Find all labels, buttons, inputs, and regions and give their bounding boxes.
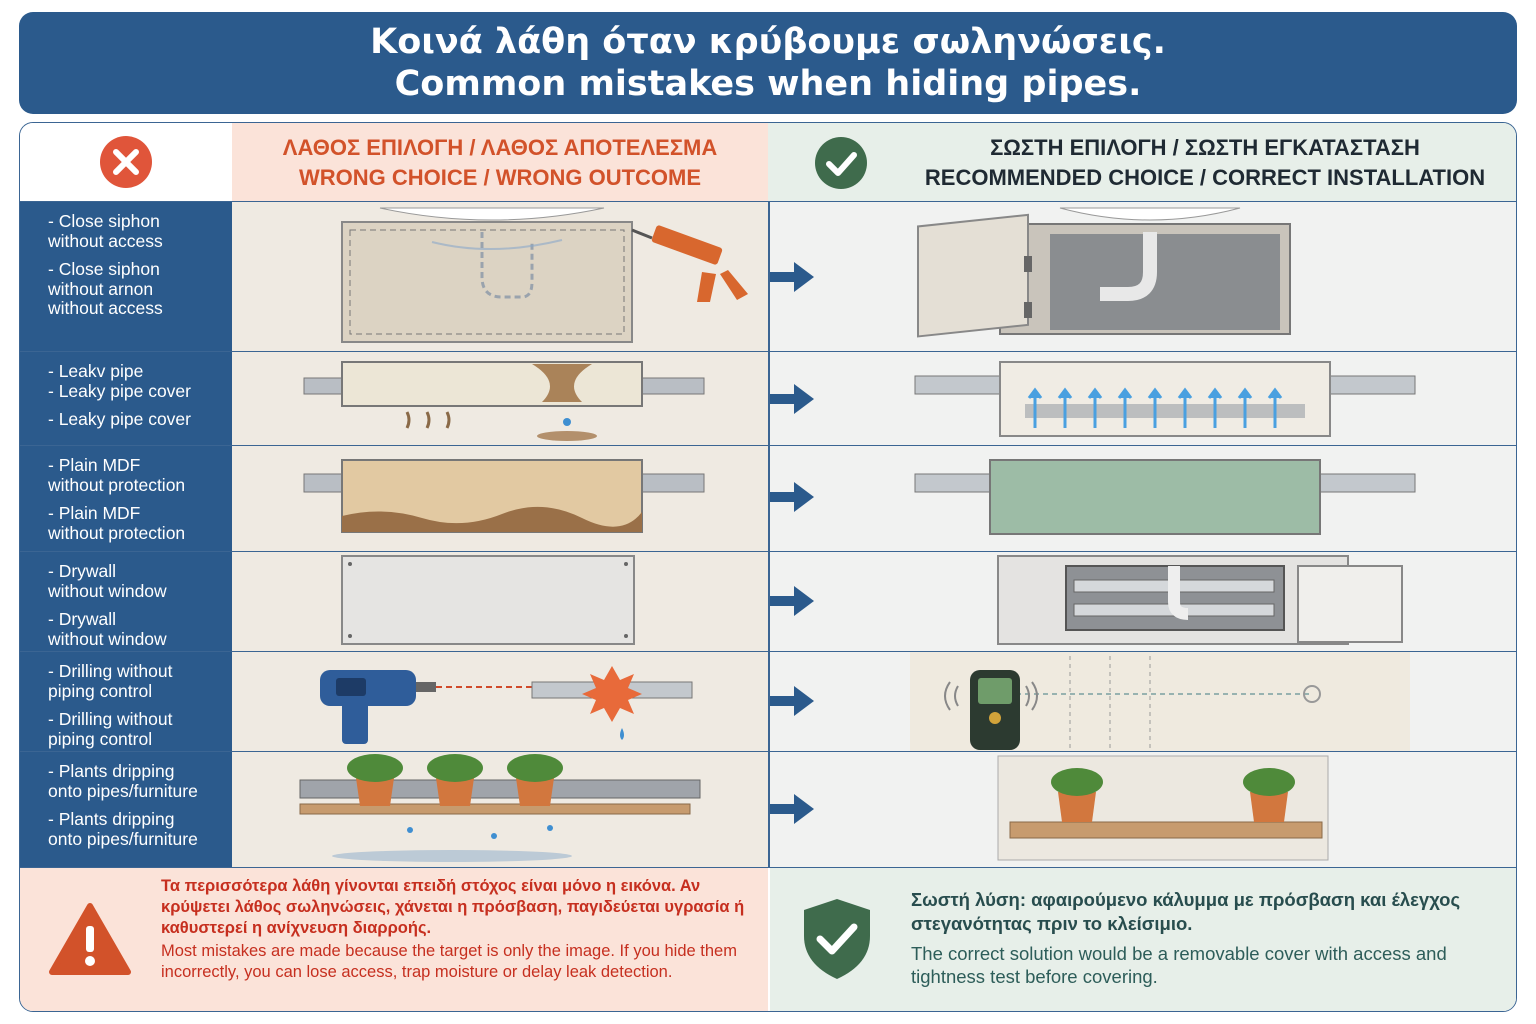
table-row-drywall: - Drywall without window - Drywall witho…: [20, 551, 1516, 651]
footer-warning-greek: Τα περισσότερα λάθη γίνονται επειδή στόχ…: [161, 877, 745, 937]
wrong-header-greek: ΛΑΘΟΣ ΕΠΙΛΟΓΗ / ΛΑΘΟΣ ΑΠΟΤΕΛΕΣΜΑ: [282, 135, 718, 160]
row-label-line: - Drywall without window: [48, 609, 167, 649]
row-label: - Plants dripping onto pipes/furniture -…: [20, 752, 232, 867]
warning-icon: [49, 903, 131, 975]
row-label-line: - Drilling without piping control: [48, 661, 173, 701]
page-header: Κοινά λάθη όταν κρύβουμε σωληνώσεις. Com…: [19, 12, 1517, 114]
right-illustration-vented-cover: [770, 352, 1516, 445]
row-label: - Close siphon without access - Close si…: [20, 202, 232, 351]
pipe-detector-icon: [944, 670, 1038, 750]
footer-solution: Σωστή λύση: αφαιρούμενο κάλυμμα με πρόσβ…: [770, 868, 1516, 1011]
wrong-column-header: ΛΑΘΟΣ ΕΠΙΛΟΓΗ / ΛΑΘΟΣ ΑΠΟΤΕΛΕΣΜΑ WRONG C…: [232, 123, 768, 201]
right-header-english: RECOMMENDED CHOICE / CORRECT INSTALLATIO…: [924, 165, 1486, 190]
row-label-line: - Close siphon without access: [48, 211, 163, 251]
right-illustration-siphon: [770, 202, 1516, 351]
right-illustration-access-window: [770, 552, 1516, 651]
right-header-greek: ΣΩΣΤΗ ΕΠΙΛΟΓΗ / ΣΩΣΤΗ ΕΓΚΑΤΑΣΤΑΣΗ: [990, 135, 1420, 160]
wrong-illustration-drilling: [232, 652, 768, 751]
table-row-drilling: - Drilling without piping control - Dril…: [20, 651, 1516, 751]
comparison-table: ΛΑΘΟΣ ΕΠΙΛΟΓΗ / ΛΑΘΟΣ ΑΠΟΤΕΛΕΣΜΑ WRONG C…: [19, 122, 1517, 1012]
footer: Τα περισσότερα λάθη γίνονται επειδή στόχ…: [20, 867, 1516, 1011]
wrong-illustration-leaky-pipe: [232, 352, 768, 445]
shield-check-icon: [804, 899, 870, 979]
row-label-line: - Plain MDF without protection: [48, 503, 186, 543]
right-illustration-plants: [770, 752, 1516, 867]
right-illustration-protected-panel: [770, 446, 1516, 551]
wrong-illustration-drywall: [232, 552, 768, 651]
wrong-illustration-mdf: [232, 446, 768, 551]
footer-solution-greek: Σωστή λύση: αφαιρούμενο κάλυμμα με πρόσβ…: [911, 889, 1461, 934]
drill-icon: [320, 670, 436, 744]
row-label: - Leakv pipe - Leaky pipe cover - Leaky …: [20, 352, 232, 445]
footer-warning-english: Most mistakes are made because the targe…: [161, 942, 737, 981]
arrow-right-icon: [770, 586, 814, 616]
table-row-leaky-pipe: - Leakv pipe - Leaky pipe cover - Leaky …: [20, 351, 1516, 445]
caulk-gun-icon: [631, 225, 748, 302]
right-illustration-pipe-detector: [770, 652, 1516, 751]
check-icon: [815, 137, 867, 189]
wrong-illustration-siphon: [232, 202, 768, 351]
right-column-header: ΣΩΣΤΗ ΕΠΙΛΟΓΗ / ΣΩΣΤΗ ΕΓΚΑΤΑΣΤΑΣΗ RECOMM…: [768, 123, 1516, 201]
plant-pot-icon: [347, 754, 563, 806]
table-row-plain-mdf: - Plain MDF without protection - Plain M…: [20, 445, 1516, 551]
arrow-right-icon: [770, 794, 814, 824]
arrow-right-icon: [770, 686, 814, 716]
row-label-line: - Plain MDF without protection: [48, 455, 186, 495]
row-label-line: - Plants dripping onto pipes/furniture: [48, 761, 198, 801]
title-greek: Κοινά λάθη όταν κρύβουμε σωληνώσεις.: [370, 22, 1166, 62]
row-label-line: - Close siphon without arnon without acc…: [48, 259, 163, 318]
wrong-illustration-plants: [232, 752, 768, 867]
cross-icon: [100, 136, 152, 188]
footer-solution-english: The correct solution would be a removabl…: [911, 943, 1447, 987]
footer-warning: Τα περισσότερα λάθη γίνονται επειδή στόχ…: [20, 868, 768, 1011]
row-label-line: - Leaky pipe cover: [48, 409, 191, 429]
table-row-siphon: - Close siphon without access - Close si…: [20, 201, 1516, 351]
row-label: - Drilling without piping control - Dril…: [20, 652, 232, 751]
row-label-line: - Drilling without piping control: [48, 709, 173, 749]
arrow-right-icon: [770, 482, 814, 512]
arrow-right-icon: [770, 262, 814, 292]
row-label-line: - Leakv pipe - Leaky pipe cover: [48, 361, 191, 401]
row-label: - Plain MDF without protection - Plain M…: [20, 446, 232, 551]
row-label-line: - Plants dripping onto pipes/furniture: [48, 809, 198, 849]
row-label-line: - Drywall without window: [48, 561, 167, 601]
wrong-marker-cell: [20, 123, 232, 201]
arrow-right-icon: [770, 384, 814, 414]
table-row-plants: - Plants dripping onto pipes/furniture -…: [20, 751, 1516, 867]
wrong-header-english: WRONG CHOICE / WRONG OUTCOME: [298, 165, 702, 190]
row-label: - Drywall without window - Drywall witho…: [20, 552, 232, 651]
title-english: Common mistakes when hiding pipes.: [394, 64, 1142, 104]
